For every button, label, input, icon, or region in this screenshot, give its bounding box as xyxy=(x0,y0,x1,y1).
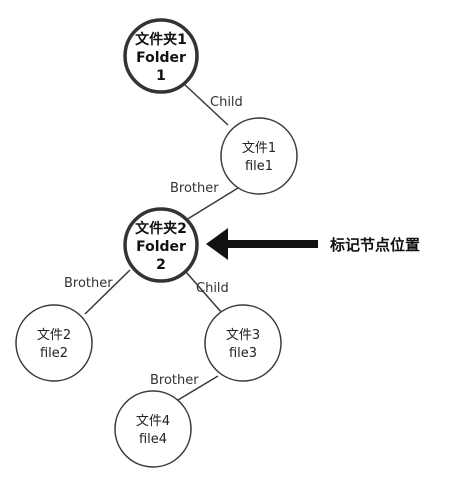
node-label: 文件3 xyxy=(226,328,260,343)
node-file3: 文件3 file3 xyxy=(204,304,282,382)
node-label: Folder xyxy=(136,50,186,66)
node-circle xyxy=(114,390,192,468)
edge-folder2-file3 xyxy=(185,271,223,314)
edge-label-brother: Brother xyxy=(170,181,219,196)
marker-arrow-icon xyxy=(206,228,318,260)
node-label: Folder xyxy=(136,239,186,255)
node-label: 1 xyxy=(156,68,166,84)
node-file1: 文件1 file1 xyxy=(220,117,298,195)
node-circle xyxy=(15,304,93,382)
node-label: 文件夹2 xyxy=(135,220,187,237)
edge-label-child: Child xyxy=(196,281,229,296)
node-label: 文件1 xyxy=(242,141,276,156)
edge-file1-folder2 xyxy=(185,187,239,221)
edge-folder1-file1 xyxy=(182,82,229,126)
node-circle xyxy=(204,304,282,382)
node-folder2: 文件夹2 Folder 2 xyxy=(123,207,199,283)
edge-label-brother: Brother xyxy=(64,276,113,291)
node-label: file2 xyxy=(40,346,68,361)
node-circle xyxy=(123,207,199,283)
node-folder1: 文件夹1 Folder 1 xyxy=(123,18,199,94)
node-label: 文件夹1 xyxy=(135,31,187,48)
edge-label-child: Child xyxy=(210,95,243,110)
node-file2: 文件2 file2 xyxy=(15,304,93,382)
marker-label: 标记节点位置 xyxy=(329,236,420,254)
edge-folder2-file2 xyxy=(84,269,131,315)
node-label: 2 xyxy=(156,257,166,273)
arrow-shaft xyxy=(226,240,318,248)
node-circle xyxy=(123,18,199,94)
node-label: file4 xyxy=(139,432,167,447)
edge-file3-file4 xyxy=(177,375,219,401)
node-file4: 文件4 file4 xyxy=(114,390,192,468)
arrow-head xyxy=(206,228,228,260)
node-label: 文件4 xyxy=(136,414,170,429)
node-circle xyxy=(220,117,298,195)
node-label: file3 xyxy=(229,346,257,361)
node-label: file1 xyxy=(245,159,273,174)
node-label: 文件2 xyxy=(37,328,71,343)
edge-label-brother: Brother xyxy=(150,373,199,388)
